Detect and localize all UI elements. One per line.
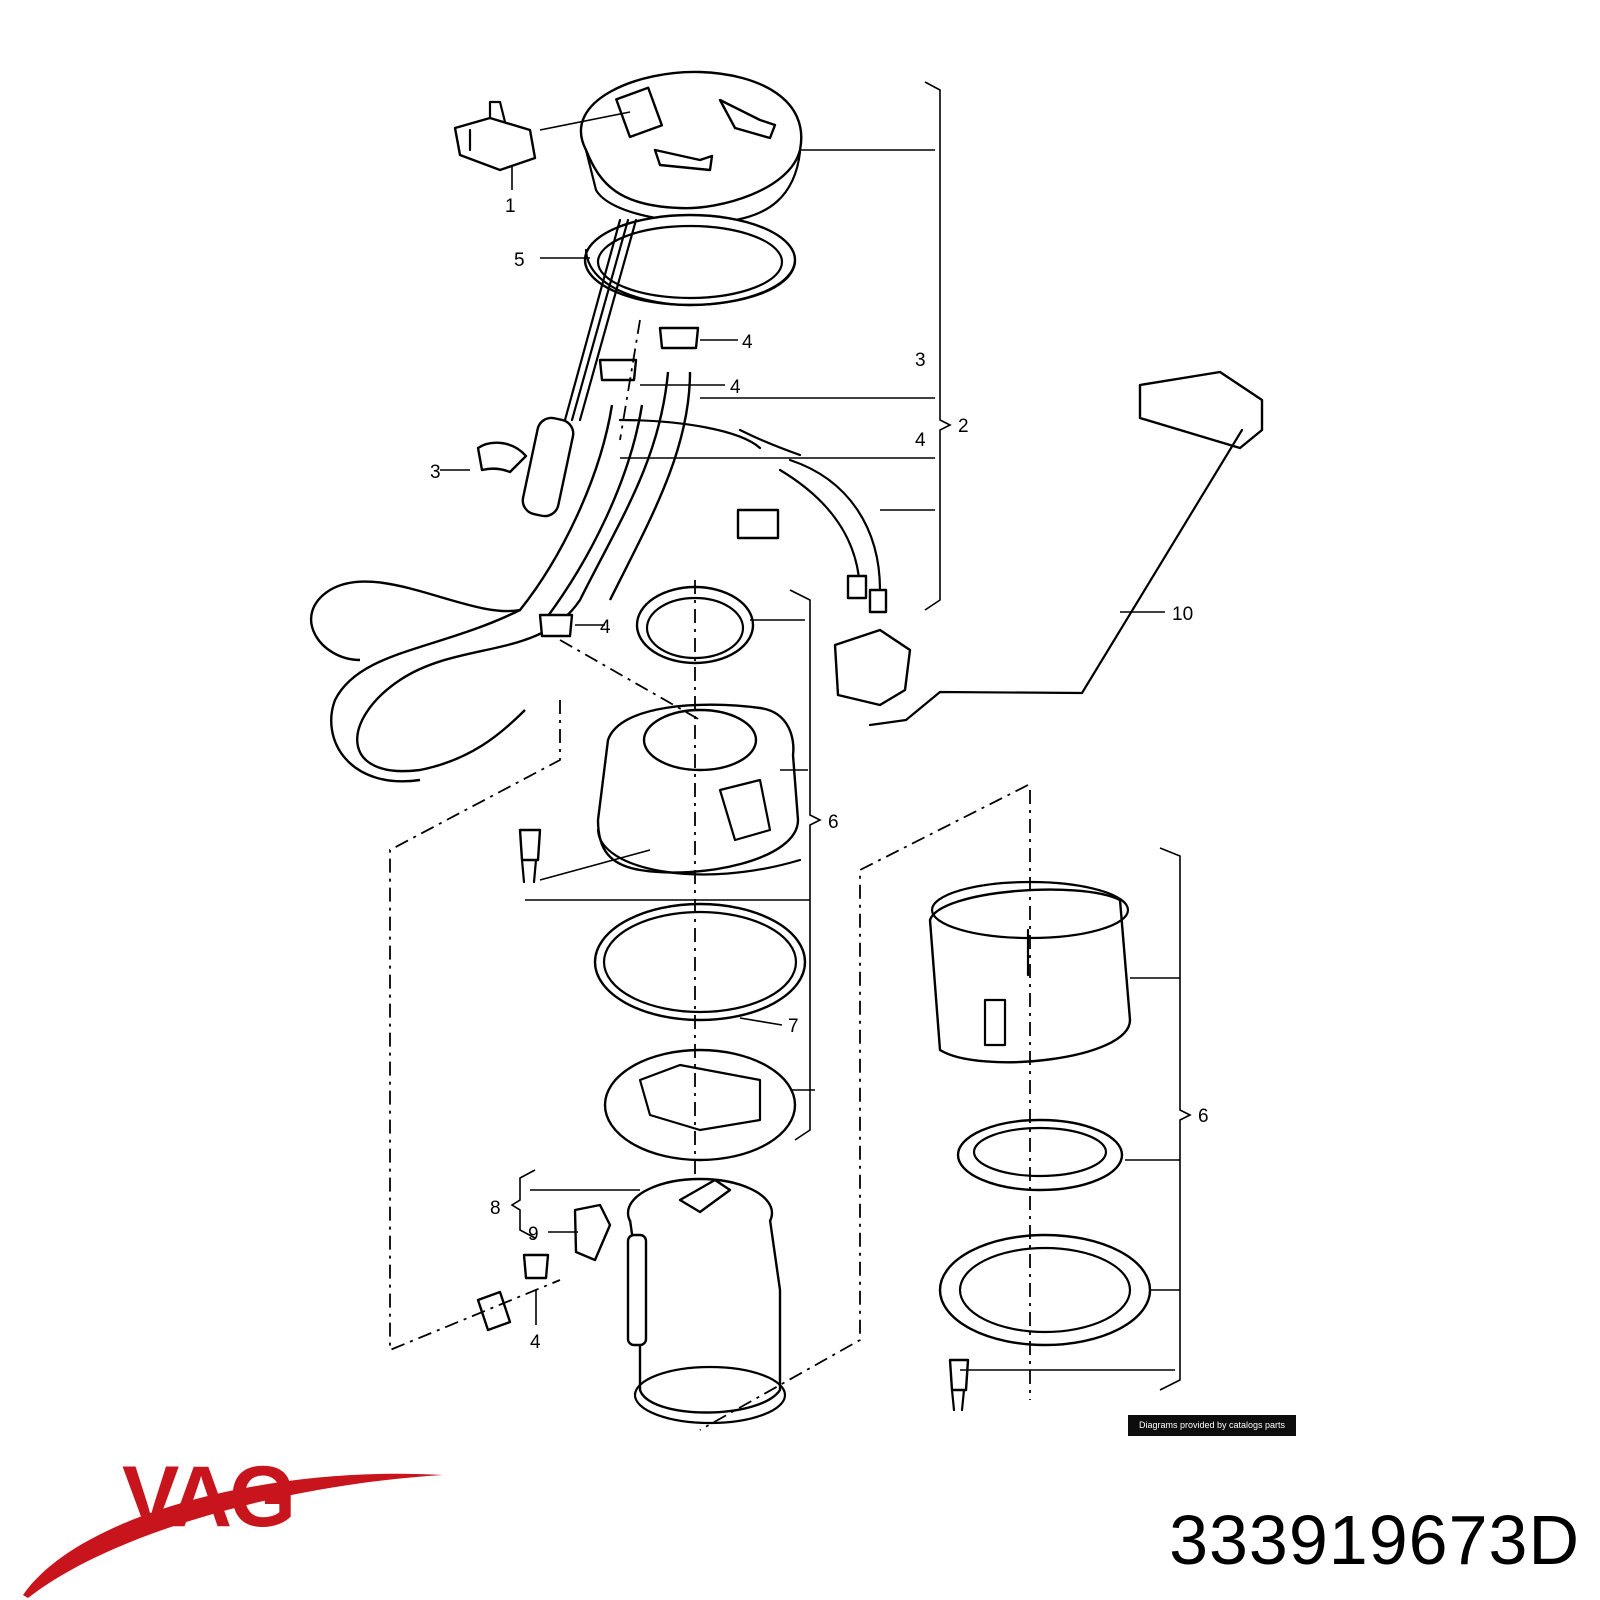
fuel-tank-flange-cover [579,70,803,224]
sealing-ring [583,213,797,307]
fuel-level-sender [833,370,1264,727]
callout-9: 9 [528,1224,539,1245]
callout-4d: 4 [600,617,611,638]
electrical-connector [453,100,537,172]
callout-4e: 4 [530,1332,541,1353]
callout-6a: 6 [828,812,839,833]
sender-wiring-harness [618,418,888,614]
brand-logo-text: VAG [122,1449,296,1545]
base-plate [603,1048,797,1162]
callout-2: 2 [958,416,969,437]
fuel-hoses [309,371,692,783]
callout-4c: 4 [915,430,926,451]
mounting-ring [938,1233,1152,1347]
callout-6b: 6 [1198,1106,1209,1127]
callout-10: 10 [1172,604,1193,625]
callout-4a: 4 [742,332,753,353]
fuel-reservoir-housing [596,703,802,876]
fuel-pump [626,1177,787,1425]
hose-clips [476,326,700,1280]
callout-4b: 4 [730,377,741,398]
locking-ring-toothed [956,1118,1124,1192]
callout-3b: 3 [915,350,926,371]
vag-swoosh-logo-icon [23,1473,443,1598]
gasket [593,902,807,1022]
screw-right [948,1358,970,1412]
callout-5: 5 [514,250,525,271]
screw [518,828,542,884]
leader-lines [389,81,1192,1431]
wire-sleeve [521,416,575,518]
callout-8: 8 [490,1198,501,1219]
diagram-credit-label: Diagrams provided by catalogs parts [1128,1415,1296,1436]
callout-3a: 3 [430,462,441,483]
callout-labels: 1 5 4 4 3 2 3 4 4 10 6 7 6 8 9 4 [430,196,1209,1353]
callout-1: 1 [505,196,516,217]
retaining-ring [635,585,755,665]
part-number: 333919673D [1169,1501,1580,1579]
callout-7: 7 [788,1016,799,1037]
filter [476,1203,612,1332]
